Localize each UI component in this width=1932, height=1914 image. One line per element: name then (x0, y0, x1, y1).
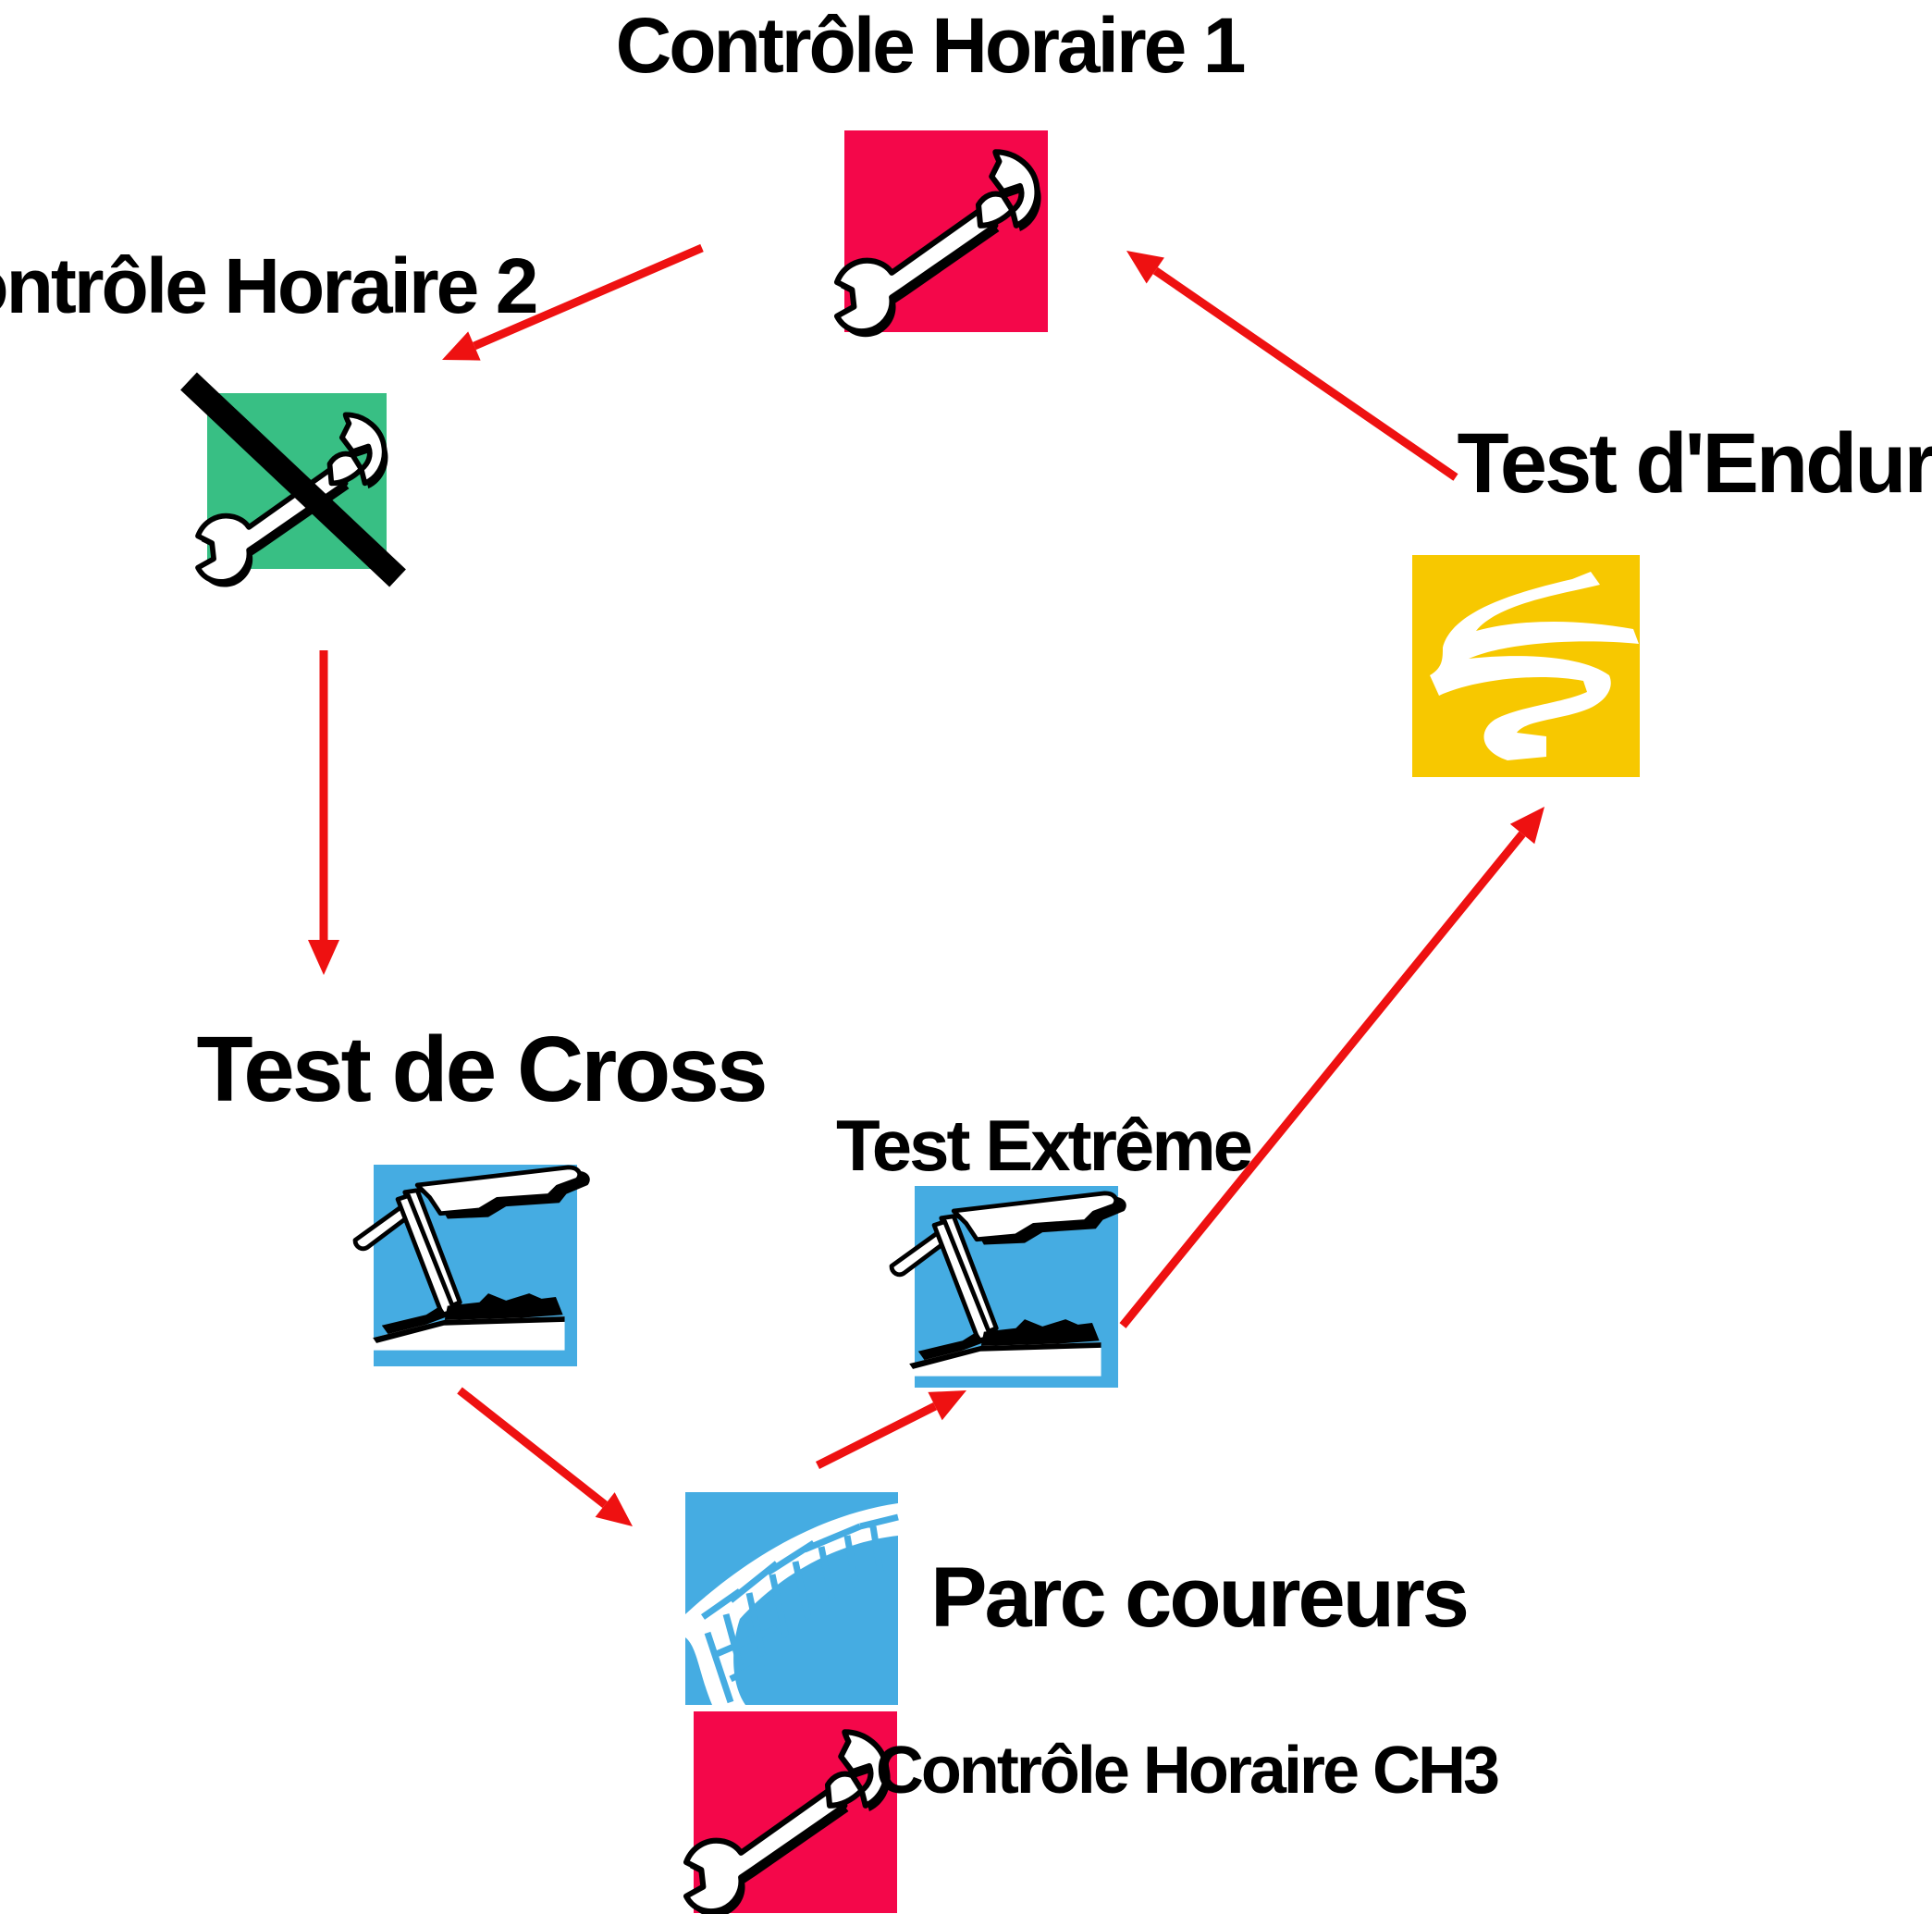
node-controle-horaire-ch3[interactable]: Contrôle Horaire CH3 (686, 1711, 1501, 1914)
arrow-enduro-to-ch1 (1152, 266, 1458, 481)
node-parc-coureurs[interactable]: Parc coureurs (685, 1492, 1470, 1705)
arrow-ch1-to-ch2 (473, 243, 704, 351)
arrow-cross-to-parc (457, 1387, 608, 1509)
node-label-parc: Parc coureurs (930, 1550, 1467, 1645)
arrowhead-enduro-to-ch1 (1126, 251, 1164, 284)
node-label-extreme: Test Extrême (836, 1105, 1251, 1186)
node-label-ch2: Contrôle Horaire 2 (0, 242, 536, 329)
paddock-net-icon (685, 1503, 899, 1705)
arrow-extreme-to-enduro (1119, 831, 1526, 1328)
arrowhead-cross-to-parc (595, 1492, 633, 1526)
node-label-ch1: Contrôle Horaire 1 (616, 2, 1245, 89)
node-label-ch3: Contrôle Horaire CH3 (876, 1734, 1498, 1808)
arrow-parc-to-extreme (815, 1402, 938, 1470)
node-test-d-enduro[interactable]: Test d'Enduro (1412, 416, 1932, 777)
cancelled-cross-mark (180, 372, 406, 587)
node-label-cross: Test de Cross (197, 1018, 766, 1121)
winding-track-icon (1430, 572, 1639, 760)
arrowhead-extreme-to-enduro (1509, 807, 1544, 845)
node-controle-horaire-2[interactable]: Contrôle Horaire 2 (0, 242, 539, 587)
node-test-de-cross[interactable]: Test de Cross (197, 1018, 768, 1366)
arrowhead-parc-to-extreme (928, 1390, 966, 1421)
flow-arrows (308, 243, 1544, 1526)
arrowhead-ch2-to-cross (308, 940, 339, 975)
arrowhead-ch1-to-ch2 (442, 331, 481, 361)
node-test-extreme[interactable]: Test Extrême (836, 1105, 1254, 1388)
node-label-enduro: Test d'Enduro (1458, 416, 1932, 511)
node-controle-horaire-1[interactable]: Contrôle Horaire 1 (616, 2, 1248, 337)
